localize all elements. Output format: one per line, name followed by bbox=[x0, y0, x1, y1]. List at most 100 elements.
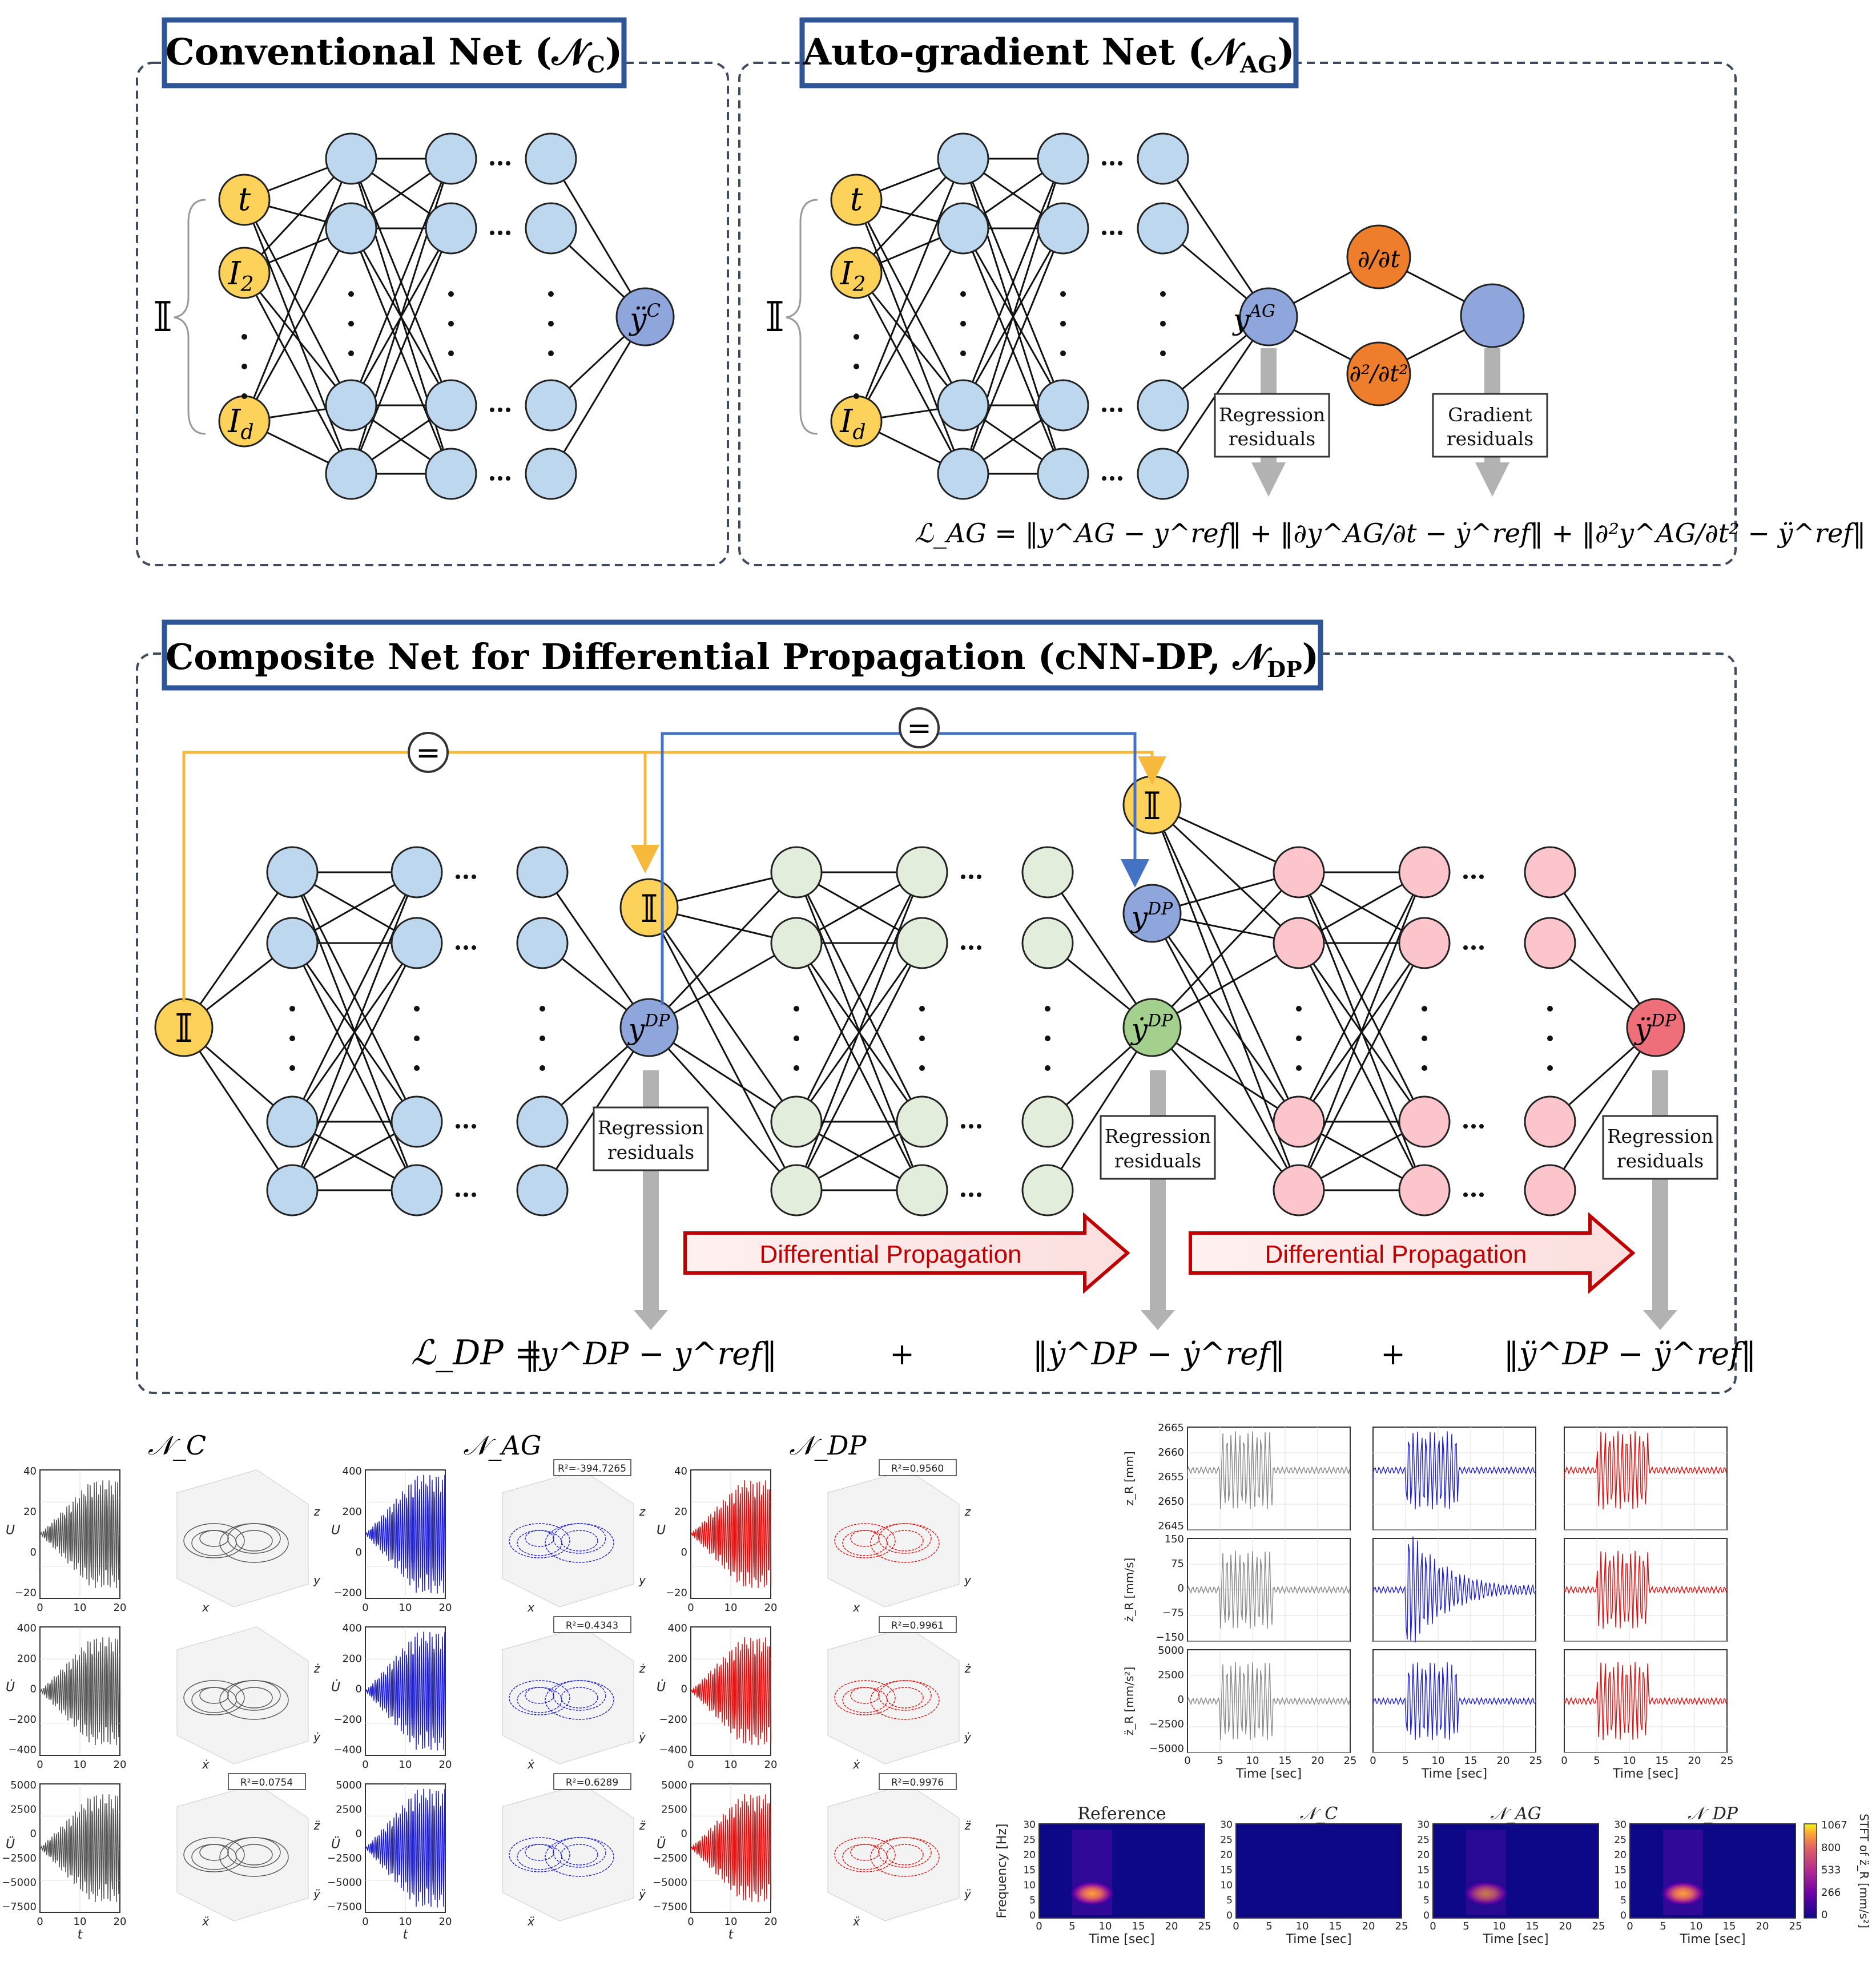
seismic-xtick: 20 bbox=[1688, 1755, 1701, 1767]
lorenz-xtick: 0 bbox=[687, 1759, 694, 1771]
equals-sign-blue: = bbox=[899, 707, 940, 748]
spectrogram-panel bbox=[1235, 1823, 1402, 1919]
spectrogram-ytick: 25 bbox=[1023, 1835, 1036, 1846]
lorenz-phase-zlabel: z bbox=[639, 1505, 646, 1518]
ag-input-node bbox=[830, 247, 883, 299]
lorenz-phase-orbit bbox=[878, 1837, 932, 1868]
conventional-title: Conventional Net (𝒩 bbox=[166, 31, 593, 74]
svg-text:Conventional Net (𝒩C): Conventional Net (𝒩C) bbox=[166, 31, 623, 78]
seismic-xtick: 25 bbox=[1344, 1755, 1357, 1767]
lorenz-ytick: −7500 bbox=[653, 1901, 687, 1913]
input-brace-ag bbox=[786, 199, 818, 435]
lorenz-phase-orbit bbox=[191, 1687, 237, 1713]
lorenz-timeseries-line bbox=[39, 1480, 120, 1588]
lorenz-title-DP: 𝒩_DP bbox=[790, 1430, 867, 1461]
dp-block2-vdots bbox=[919, 1065, 925, 1071]
lorenz-phase-orbit bbox=[842, 1687, 888, 1713]
ag-hidden-edge bbox=[962, 158, 1064, 406]
lorenz-xtick: 0 bbox=[362, 1916, 368, 1928]
dp-block2-hidden-node bbox=[896, 1164, 948, 1216]
lorenz-phase-orbit bbox=[545, 1837, 614, 1877]
dp-block1-vdots bbox=[289, 1065, 295, 1071]
dp-block3-hdots bbox=[1471, 875, 1476, 879]
lorenz-xtick: 0 bbox=[362, 1759, 368, 1771]
yDP-2-sup: DP bbox=[1147, 899, 1173, 919]
spectrogram-xlabel: Time [sec] bbox=[1482, 1932, 1548, 1947]
spectrogram-xtick: 20 bbox=[1756, 1920, 1769, 1932]
spectrogram-ytick: 20 bbox=[1023, 1850, 1036, 1861]
input-brace-conv bbox=[174, 199, 206, 435]
spectrogram-ytick: 25 bbox=[1220, 1835, 1233, 1846]
dp-block3-vdots bbox=[1422, 1006, 1427, 1012]
lorenz-phase-ylabel: ẏ bbox=[313, 1730, 321, 1744]
lorenz-phase-orbit bbox=[870, 1837, 940, 1877]
lorenz-ytick: −200 bbox=[659, 1714, 687, 1726]
d2-dt2-label: ∂²/∂t² bbox=[1350, 361, 1408, 387]
lorenz-phase-orbit bbox=[886, 1844, 924, 1866]
autogradient-title-sub: AG bbox=[1239, 51, 1277, 78]
dp-ydp-node bbox=[619, 998, 679, 1057]
output-yddC-label: ÿC bbox=[629, 300, 661, 337]
dp-block1-vdots bbox=[540, 1036, 545, 1041]
dp-block3-hdots bbox=[1463, 1192, 1468, 1197]
dp-block3-input-edge bbox=[1151, 871, 1300, 1029]
colorbar-tick: 533 bbox=[1821, 1864, 1841, 1876]
input-set-composite-2: 𝕀 bbox=[641, 887, 658, 931]
conv-hidden-node bbox=[525, 132, 577, 185]
conv-input-node bbox=[218, 174, 271, 226]
lorenz-time-label: t bbox=[78, 1928, 83, 1942]
lorenz-phase-box bbox=[827, 1626, 960, 1764]
composite-title: Composite Net for Differential Propagati… bbox=[166, 636, 1273, 678]
r2-box bbox=[879, 1773, 957, 1790]
composite-title-close: ) bbox=[1302, 636, 1319, 678]
dp-block3-vdots bbox=[1296, 1036, 1302, 1041]
ag-hidden-node bbox=[1037, 202, 1089, 255]
seismic-xtick: 5 bbox=[1593, 1755, 1600, 1767]
spectrogram-ytick: 25 bbox=[1417, 1835, 1430, 1846]
lorenz-ytick: 200 bbox=[343, 1506, 362, 1518]
lorenz-phase-orbit bbox=[886, 1530, 924, 1552]
input-Id-main-conv: I bbox=[227, 403, 241, 440]
dp-block2-output-edge bbox=[1046, 1027, 1153, 1191]
conventional-title-close: ) bbox=[605, 31, 622, 74]
lorenz-time-label: t bbox=[728, 1928, 734, 1942]
yDP-label-1: yDP bbox=[627, 1011, 670, 1046]
dp-block1-hdots bbox=[456, 1192, 460, 1197]
lorenz-phase-box bbox=[502, 1469, 634, 1608]
ag-input-edge bbox=[855, 199, 964, 406]
conv-vdots bbox=[548, 291, 554, 297]
conv-hidden-node bbox=[525, 448, 577, 500]
lorenz-ytick: 400 bbox=[17, 1622, 37, 1634]
seismic-line bbox=[1564, 1662, 1727, 1741]
svg-text:Auto-gradient Net (𝒩AG): Auto-gradient Net (𝒩AG) bbox=[802, 31, 1294, 78]
rr-dp3-line1: Regression bbox=[1607, 1125, 1713, 1147]
dp-block1-hdots bbox=[472, 1192, 476, 1197]
ag-vdots bbox=[1060, 291, 1066, 297]
seismic-ytick: −5000 bbox=[1149, 1743, 1184, 1755]
lorenz-ytick: −7500 bbox=[2, 1901, 37, 1913]
dp-block2-vdots bbox=[794, 1036, 799, 1041]
lorenz-phase-box bbox=[176, 1626, 309, 1764]
lorenz-ytick: 200 bbox=[668, 1653, 687, 1665]
seismic-ylabel: z̈_R [mm/s²] bbox=[1122, 1667, 1136, 1736]
lorenz-ytick: −400 bbox=[659, 1744, 687, 1756]
lorenz-phase-ylabel: ẏ bbox=[638, 1730, 646, 1744]
ag-hidden-node bbox=[1137, 202, 1189, 255]
dp-block2-hidden-node bbox=[1021, 846, 1074, 899]
lorenz-timeseries-line bbox=[39, 1794, 120, 1902]
lorenz-phase-orbit bbox=[509, 1680, 570, 1715]
lorenz-phase-orbit bbox=[219, 1523, 289, 1563]
dp-block2-vdots bbox=[794, 1006, 799, 1012]
spectrogram-xtick: 20 bbox=[1559, 1920, 1572, 1932]
input-I2-label-conv: I2 bbox=[227, 255, 253, 296]
conv-input-edge bbox=[243, 272, 352, 474]
r2-value: R²=-394.7265 bbox=[558, 1463, 626, 1474]
autogradient-panel-frame bbox=[738, 62, 1737, 566]
lorenz-timeseries-line bbox=[690, 1794, 771, 1902]
dp-block3-vdots bbox=[1422, 1065, 1427, 1071]
ag-vdots bbox=[1060, 321, 1066, 327]
spectrogram-xtick: 20 bbox=[1362, 1920, 1375, 1932]
dp-block1-vdots bbox=[289, 1036, 295, 1041]
lorenz-ytick: 0 bbox=[30, 1683, 37, 1695]
conv-hidden-node bbox=[325, 202, 377, 255]
